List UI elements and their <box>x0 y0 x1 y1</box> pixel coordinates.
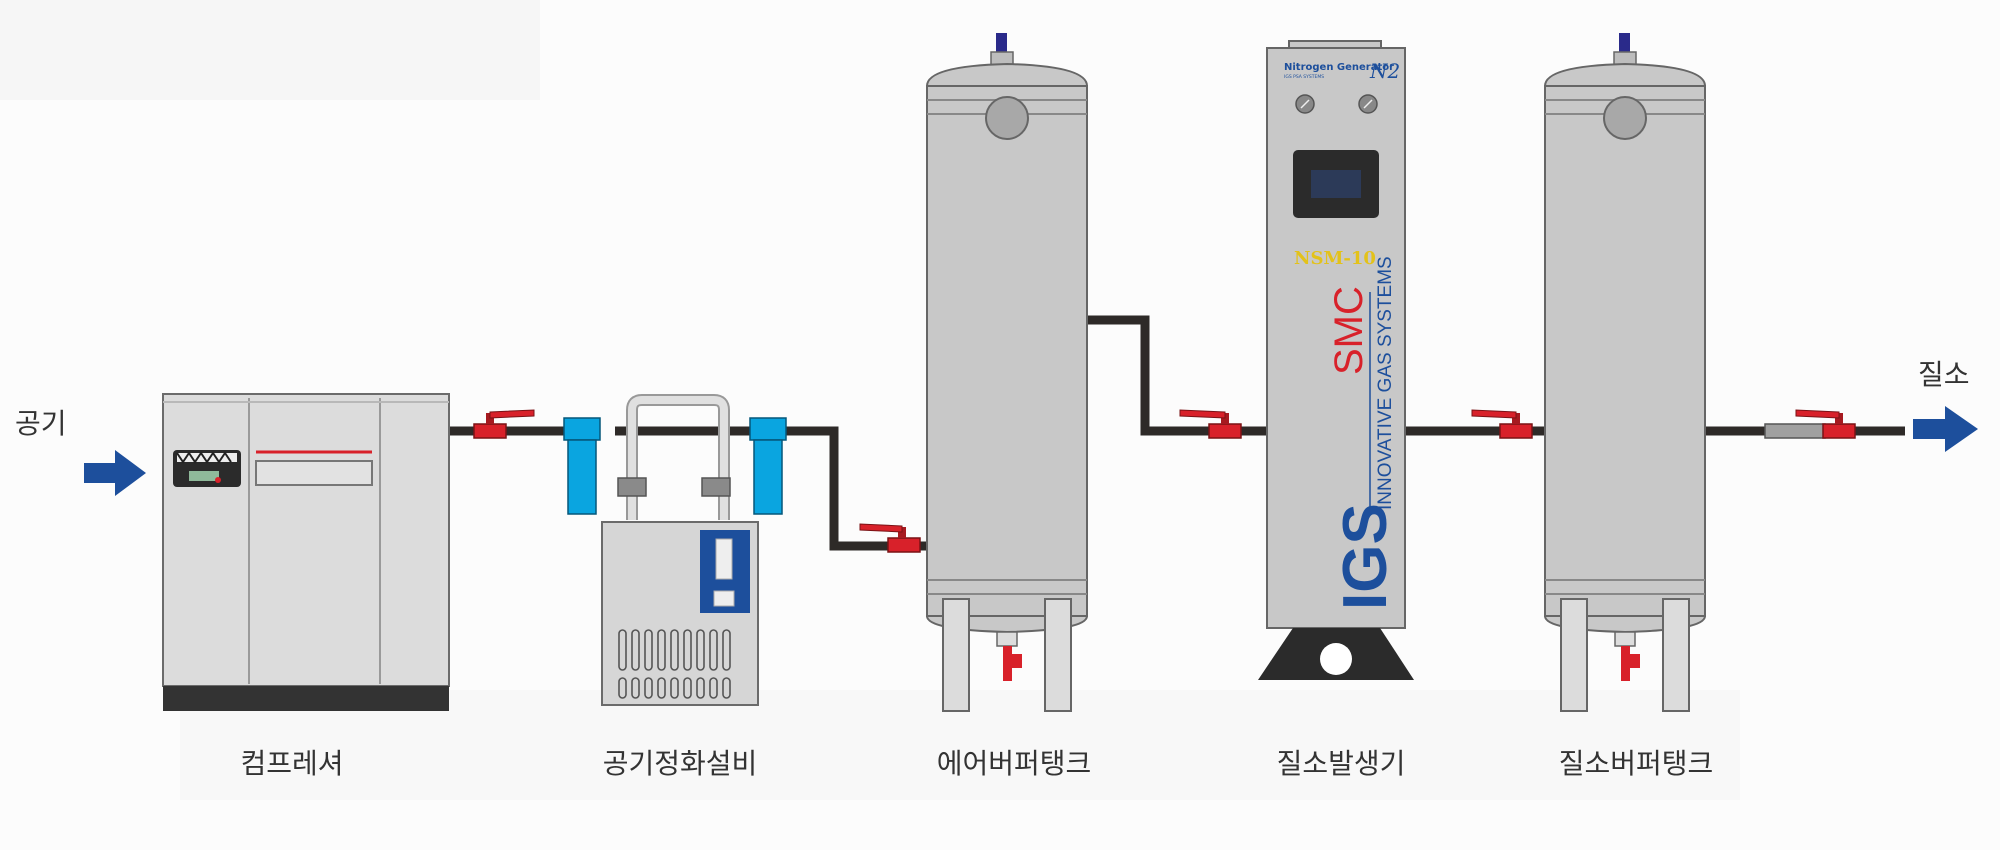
input-arrow-icon <box>84 450 146 496</box>
purifier-vent-slots <box>618 629 731 699</box>
compressor <box>162 393 450 711</box>
generator-brand: SMC <box>1327 286 1371 375</box>
valve-body <box>887 537 921 553</box>
purifier-loop-pipe-inner <box>628 396 728 520</box>
output-arrow-icon <box>1913 406 1978 452</box>
valve <box>1179 409 1242 439</box>
generator-model: NSM-10 <box>1294 248 1376 269</box>
generator-body <box>1266 47 1406 629</box>
tank-shell <box>1544 85 1706 617</box>
generator-subtitle: IGS PSA SYSTEMS <box>1284 74 1324 80</box>
valve-body <box>1208 423 1242 439</box>
compressor-vent <box>255 460 373 486</box>
compressor-panel-pattern <box>176 451 232 464</box>
generator-base-hole <box>1320 643 1352 675</box>
nitrogen-generator: Nitrogen Generator IGS PSA SYSTEMS N2 NS… <box>1258 40 1414 680</box>
air-purifier <box>563 394 787 706</box>
tank-drain-valve-icon <box>1621 646 1640 681</box>
tank-top-dome <box>925 62 1089 87</box>
compressor-base <box>163 686 449 711</box>
purifier-switch <box>713 590 735 607</box>
label-air-buffer-tank: 에어버퍼탱크 <box>937 747 1092 780</box>
tank-shell <box>926 85 1088 617</box>
air-buffer-tank <box>925 33 1089 712</box>
generator-tagline: INNOVATIVE GAS SYSTEMS <box>1375 256 1396 510</box>
tank-valve-top <box>996 33 1007 53</box>
tank-drain-fitting <box>1614 631 1636 647</box>
valve-handle <box>1795 409 1840 419</box>
tank-leg <box>1662 598 1690 712</box>
valve-body <box>473 423 507 439</box>
purifier-loop-pipe <box>626 394 730 520</box>
tank-top-fitting <box>990 51 1014 66</box>
generator-screen <box>1311 170 1361 198</box>
tank-drain-fitting <box>996 631 1018 647</box>
tank-top-dome <box>1543 62 1707 87</box>
valve <box>859 523 921 553</box>
purifier-indicator <box>715 538 733 580</box>
purifier-fitting <box>617 477 647 497</box>
filter-bowl <box>567 439 597 515</box>
label-nitrogen-generator: 질소발생기 <box>1277 747 1406 780</box>
compressor-indicator-icon <box>215 477 221 483</box>
filter-bowl <box>753 439 783 515</box>
compressor-body <box>162 393 450 687</box>
valve <box>1764 409 1856 439</box>
tank-drain-valve-icon <box>1003 646 1022 681</box>
tank-leg <box>1560 598 1588 712</box>
pipe-airtank-generator <box>1088 315 1270 436</box>
nitrogen-buffer-tank <box>1543 33 1707 712</box>
tank-leg <box>1044 598 1072 712</box>
valve <box>473 409 535 439</box>
valve-handle <box>489 409 535 419</box>
generator-logo: IGS <box>1331 503 1400 610</box>
gauge-needle <box>1300 99 1310 109</box>
label-nitrogen-buffer-tank: 질소버퍼탱크 <box>1559 747 1714 780</box>
gauge-needle <box>1363 99 1373 109</box>
background-panel <box>0 0 540 100</box>
pipe-filter-airtank <box>780 426 930 551</box>
filter-cap <box>749 417 787 441</box>
label-compressor: 컴프레셔 <box>240 747 343 780</box>
compressor-display <box>189 471 219 481</box>
valve-body <box>1499 423 1533 439</box>
valve-handle <box>859 523 903 533</box>
generator-title: Nitrogen Generator <box>1284 62 1394 73</box>
tank-manhole <box>1603 96 1647 140</box>
output-label: 질소 <box>1918 358 1970 391</box>
label-air-purifier: 공기정화설비 <box>603 747 758 780</box>
valve <box>1471 409 1533 439</box>
generator-n2-symbol: N2 <box>1369 59 1400 83</box>
filter-cap <box>563 417 601 441</box>
valve-coupling <box>1764 423 1826 439</box>
valve-handle <box>1471 409 1517 419</box>
tank-manhole <box>985 96 1029 140</box>
valve-handle <box>1179 409 1226 419</box>
input-label: 공기 <box>15 407 67 440</box>
valve-body <box>1822 423 1856 439</box>
tank-valve-top <box>1619 33 1630 53</box>
compressor-panel-stripe <box>177 453 237 462</box>
purifier-fitting <box>701 477 731 497</box>
tank-leg <box>942 598 970 712</box>
